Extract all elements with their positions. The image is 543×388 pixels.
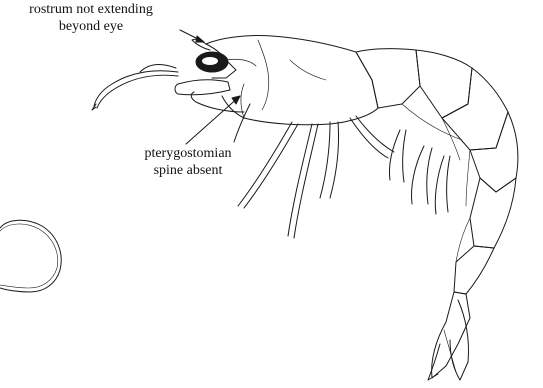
ptery-pointer <box>186 96 240 144</box>
pterygostomian-annotation-line-1: pterygostomian <box>108 145 268 162</box>
rostrum-arrowhead <box>196 36 204 42</box>
detail-outline-inner <box>0 224 58 288</box>
abdomen <box>356 49 518 294</box>
antennae <box>92 65 178 110</box>
antennal-scale <box>175 80 230 95</box>
rostrum-annotation: rostrum not extending beyond eye <box>0 1 182 35</box>
ptery-arrowhead <box>232 96 240 104</box>
annotation-arrows <box>180 30 240 144</box>
pterygostomian-annotation: pterygostomian spine absent <box>108 145 268 179</box>
tail-fan <box>428 292 470 380</box>
detail-outline <box>0 220 61 292</box>
pleopods <box>389 130 450 214</box>
rostrum-annotation-line-1: rostrum not extending <box>0 1 182 18</box>
pterygostomian-annotation-line-2: spine absent <box>108 162 268 179</box>
eye <box>196 52 236 78</box>
rostrum-annotation-line-2: beyond eye <box>0 18 182 35</box>
